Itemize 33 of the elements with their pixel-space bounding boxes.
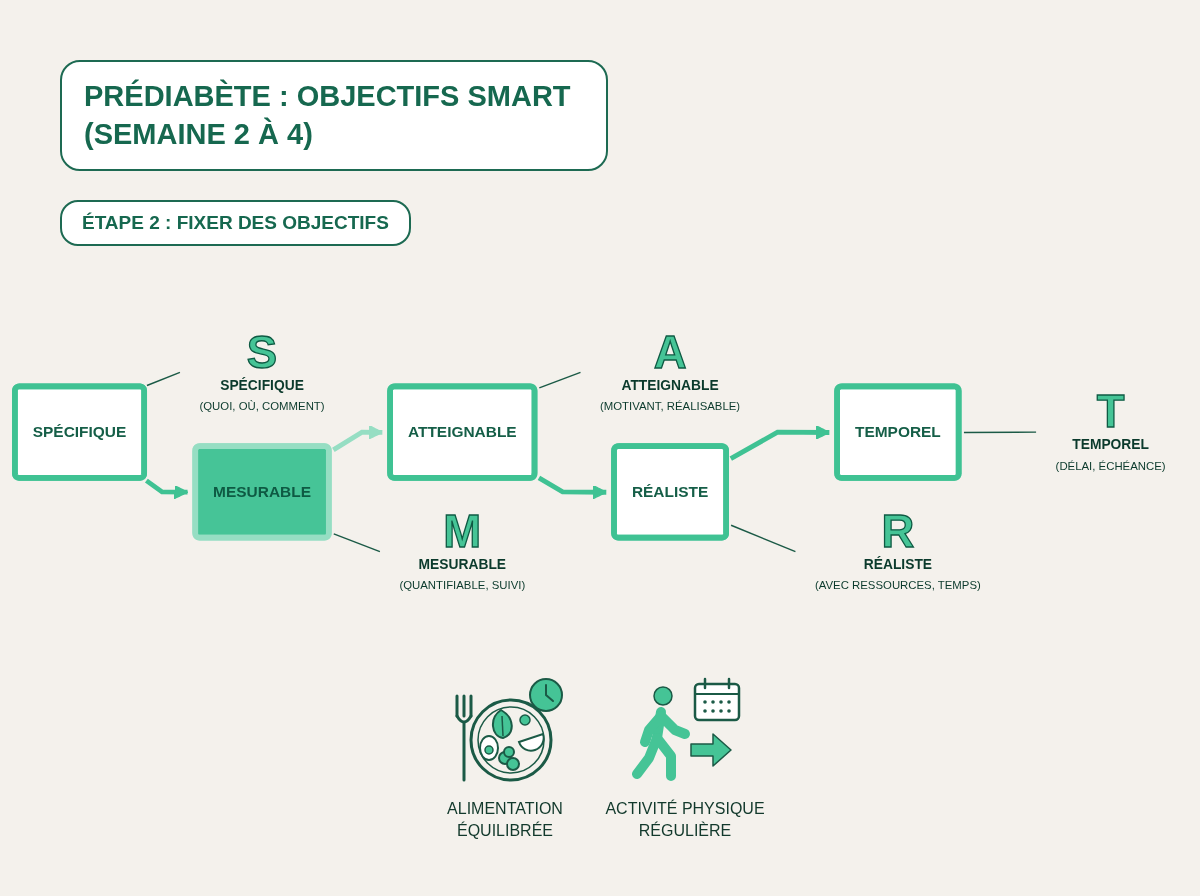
process-box: MESURABLE [192,443,332,541]
annotation-text: (MOTIVANT, RÉALISABLE) [600,399,741,412]
process-box: ATTEIGNABLE [387,383,538,481]
smart-letter: S [246,329,278,376]
process-box: RÉALISTE [611,443,729,541]
step-tag: ÉTAPE 2 : FIXER DES OBJECTIFS [60,200,411,246]
smart-letter: R [881,508,915,555]
arrow [729,425,831,461]
annotation-heading: ATTEIGNABLE [621,377,719,393]
annotation-heading: SPÉCIFIQUE [220,377,304,393]
leader-line [730,524,797,553]
annotation-heading: TEMPOREL [1072,437,1149,453]
arrow [144,478,189,500]
process-box: SPÉCIFIQUE [12,383,147,481]
leader-line [538,371,582,389]
icon-caption: ACTIVITÉ PHYSIQUE RÉGULIÈRE [604,798,766,841]
arrow [537,475,607,500]
annotation-heading: RÉALISTE [863,556,933,573]
annotation-text: (QUANTIFIABLE, SUIVI) [399,578,526,592]
arrow [332,425,383,452]
smart-letter: M [443,508,482,555]
annotation-text: (DÉLAI, ÉCHÉANCE) [1055,458,1166,472]
leader-line [333,533,381,553]
leader-line [963,431,1037,434]
annotation-text: (QUOI, OÙ, COMMENT) [199,399,325,412]
smart-letter: T [1096,389,1125,435]
smart-letter: A [653,329,687,376]
process-box: TEMPOREL [834,383,962,481]
icon-caption: ALIMENTATION ÉQUILIBRÉE [446,799,564,841]
annotation-heading: MESURABLE [418,556,507,573]
leader-line [146,371,181,387]
title-banner: PRÉDIABÈTE : OBJECTIFS SMART (SEMAINE 2 À 4) [60,60,608,172]
annotation-text: (AVEC RESSOURCES, TEMPS) [814,578,981,592]
